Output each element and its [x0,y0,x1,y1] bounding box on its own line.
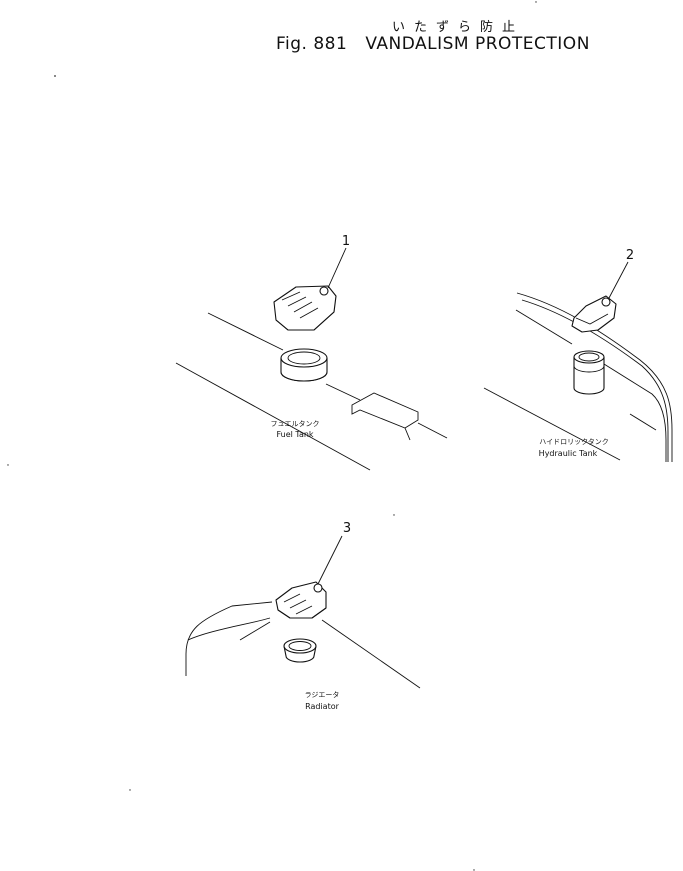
fuel-tank-view [175,247,448,471]
fuel-tank-label: Fuel Tank [276,430,313,439]
hydraulic-filler-neck [573,350,605,395]
hydraulic-tank-label-jp: ハイドロリックタンク [539,437,609,446]
callout-number-2: 2 [626,248,634,263]
radiator-locking-cap [275,581,327,619]
callout-number-1: 1 [342,234,350,249]
figure-number: Fig. 881 [276,34,348,54]
radiator-view [185,535,421,689]
hydraulic-tank-locking-cap [571,295,617,333]
fuel-tank-locking-cap [273,285,337,331]
hydraulic-tank-view [483,261,673,462]
radiator-label-jp: ラジエータ [305,690,340,699]
fuel-tank-label-jp: フュエルタンク [271,419,320,428]
figure-title-text: VANDALISM PROTECTION [365,34,590,54]
radiator-label: Radiator [305,702,340,711]
figure-title-japanese: いたずら防止 [392,20,525,35]
fuel-filler-neck [280,348,328,382]
callout-number-3: 3 [343,521,351,536]
scan-specks [7,1,537,871]
hydraulic-tank-label: Hydraulic Tank [539,449,598,458]
radiator-filler-neck [283,638,317,663]
figure-title: Fig. 881 VANDALISM PROTECTION [276,34,590,54]
